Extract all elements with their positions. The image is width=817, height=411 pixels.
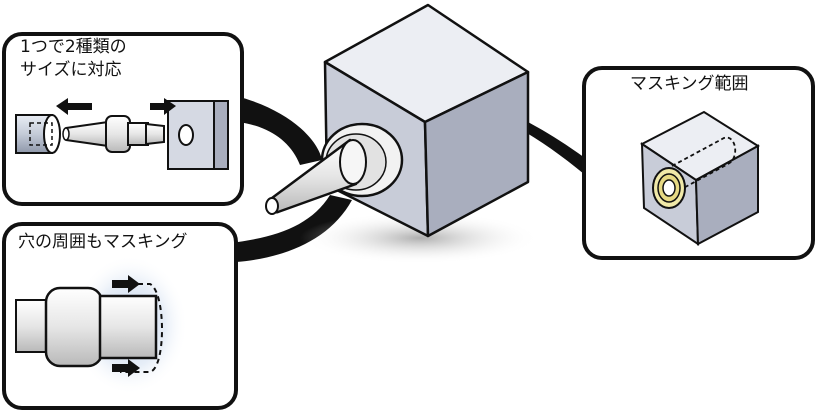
plug-tip bbox=[265, 197, 279, 215]
plug-body bbox=[98, 294, 158, 360]
plug-shaft bbox=[15, 299, 49, 353]
dual-size-caption-line1: 1つで2種類の bbox=[20, 37, 127, 57]
hole-surround-caption: 穴の周囲もマスキング bbox=[18, 232, 188, 252]
cube-side-face bbox=[423, 70, 530, 238]
main-cube-with-plug bbox=[265, 3, 540, 264]
mini-cube-side bbox=[694, 144, 759, 246]
dual-size-caption-line2: サイズに対応 bbox=[20, 60, 122, 80]
cube-shadow bbox=[300, 212, 540, 264]
panel-hole-surround bbox=[2, 222, 238, 410]
arrow-right-icon bbox=[150, 98, 176, 115]
plug-flange-large bbox=[44, 286, 104, 368]
tube-opening bbox=[43, 114, 61, 154]
small-plug-flange bbox=[105, 115, 131, 153]
arrow-bottom-icon bbox=[112, 359, 140, 377]
small-block-side bbox=[213, 100, 229, 170]
connector-bottom-left bbox=[236, 195, 352, 262]
arrow-top-icon bbox=[112, 275, 140, 293]
tube-inner-dash bbox=[29, 122, 53, 146]
callout-connectors bbox=[236, 96, 585, 262]
small-plug-tip bbox=[62, 127, 70, 141]
mini-bore-outline bbox=[671, 136, 737, 193]
masking-range-caption: マスキング範囲 bbox=[630, 74, 749, 94]
small-block-hole bbox=[178, 124, 194, 146]
plug-step bbox=[339, 139, 367, 185]
connector-right bbox=[518, 118, 585, 174]
panel-dual-size bbox=[2, 32, 244, 206]
small-plug-end bbox=[145, 122, 165, 146]
panel-masking-range bbox=[582, 66, 815, 260]
masked-area-outline bbox=[120, 283, 163, 373]
connector-top-left bbox=[236, 96, 322, 165]
mini-hole-inner bbox=[662, 179, 676, 197]
arrow-left-icon bbox=[56, 98, 92, 115]
